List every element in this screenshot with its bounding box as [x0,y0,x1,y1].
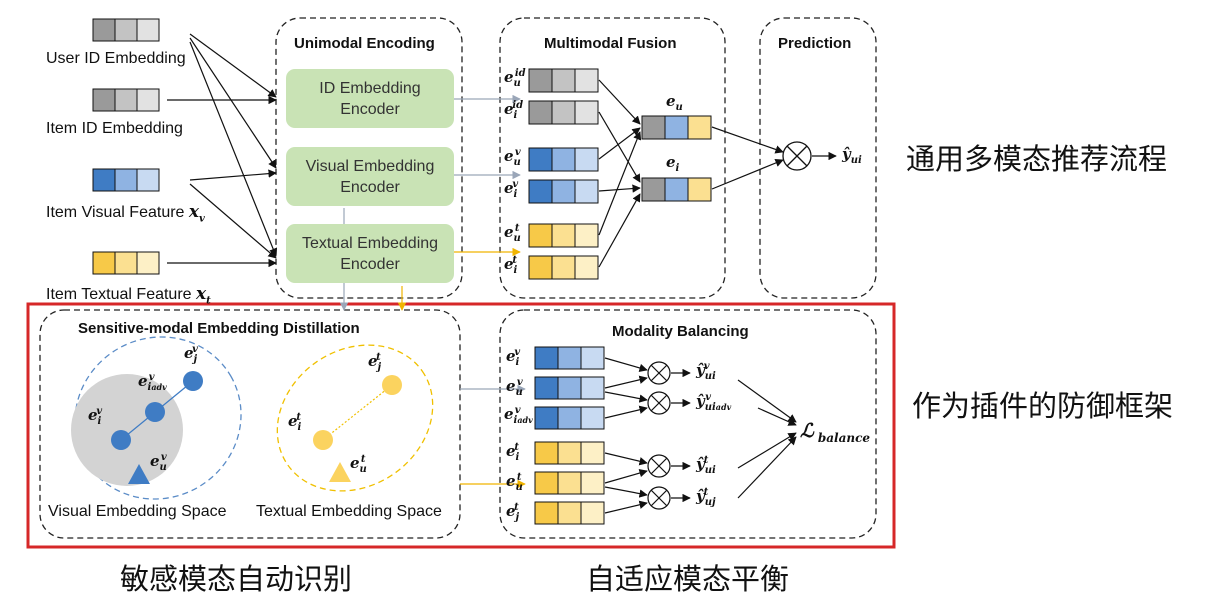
bal-ei-adv-visual-bar [534,406,605,430]
fusion-eu-id-bar [528,68,599,93]
bal-ei-visual-bar [534,346,605,370]
fusion-eu-visual-bar [528,147,599,172]
bal-eu-t-label: eut [506,472,523,493]
bal-ei-adv-v-label: eiadvv [504,405,533,426]
bal-eu-visual-bar [534,376,605,400]
distill-title: Sensitive-modal Embedding Distillation [78,320,360,337]
prediction-product-operator [782,141,812,171]
prediction-frame [759,17,877,299]
fusion-title: Multimodal Fusion [544,35,677,52]
fusion-frame [499,17,726,299]
y-ui-t-label: ŷuit [696,455,716,476]
balancing-arrows [604,357,797,514]
user-id-embedding-bar [92,18,160,42]
ei-v-label: eiv [88,406,103,427]
unimodal-frame [275,17,463,299]
ei-id-symbol: eiid [504,100,524,121]
balancing-product-operators [647,361,671,510]
unimodal-title: Unimodal Encoding [294,35,435,52]
defense-highlight-frame [26,302,896,549]
eu-v-label: euv [150,452,167,473]
item-visual-feature-bar [92,168,160,192]
bal-ei-v-label: eiv [506,347,521,368]
bal-ei-t-label: eit [506,442,520,463]
item-textual-feature-bar [92,251,160,275]
eu-visual-point [128,464,150,484]
bal-ej-textual-bar [534,501,605,525]
ei-t-label: eit [288,412,302,433]
fusion-ei-textual-bar [528,255,599,280]
prediction-output-symbol: ŷui [842,145,862,166]
fusion-ei-visual-bar [528,179,599,204]
y-ui-adv-v-label: ŷuiadvv [696,392,732,413]
ei-textual-point [313,430,333,450]
ej-v-label: ejv [184,344,198,365]
bal-eu-v-label: euv [506,377,523,398]
item-id-embedding-label: Item ID Embedding [46,120,183,137]
eu-v-symbol: euv [504,147,521,168]
item-visual-feature-label: Item Visual Feature xv [46,202,205,225]
fused-eu-bar [641,115,712,140]
fusion-arrows [598,79,837,268]
ej-textual-point [382,375,402,395]
fused-ei-symbol: ei [666,153,680,174]
ej-visual-point [183,371,203,391]
balance-loss-label: ℒ balance [800,420,871,445]
eu-t-symbol: eut [504,223,521,244]
ei-visual-point [111,430,131,450]
y-uj-t-label: ŷujt [696,487,716,508]
textual-space-ellipse [276,344,434,492]
balancing-frame [499,309,877,539]
eu-t-label: eut [350,454,367,475]
auto-identify-caption: 敏感模态自动识别 [120,562,353,596]
user-id-embedding-label: User ID Embedding [46,50,186,67]
balancing-title: Modality Balancing [612,323,749,340]
fused-ei-bar [641,177,712,202]
textual-space-label: Textual Embedding Space [256,503,442,520]
y-ui-v-label: ŷuiv [696,361,716,382]
bal-eu-textual-bar [534,471,605,495]
visual-space-label: Visual Embedding Space [48,503,227,520]
ei-adv-v-label: eiadvv [138,372,167,393]
ei-t-symbol: eit [504,255,518,276]
fused-eu-symbol: eu [666,92,683,113]
distill-frame [39,309,461,539]
ej-t-label: ejt [368,352,382,373]
ei-adv-visual-point [145,402,165,422]
input-to-encoder-arrows [167,33,278,268]
eu-id-symbol: euid [504,68,526,89]
fusion-ei-id-bar [528,100,599,125]
item-id-embedding-bar [92,88,160,112]
adaptive-balance-caption: 自适应模态平衡 [586,562,790,596]
fusion-eu-textual-bar [528,223,599,248]
bal-ei-textual-bar [534,441,605,465]
visual-space-ellipse [74,336,242,500]
eu-textual-point [329,462,351,482]
prediction-title: Prediction [778,35,852,52]
bal-ej-t-label: ejt [506,502,520,523]
general-pipeline-caption: 通用多模态推荐流程 [906,142,1168,176]
item-textual-feature-label: Item Textual Feature xt [46,284,211,307]
ei-v-symbol: eiv [504,179,519,200]
plugin-defense-caption: 作为插件的防御框架 [912,389,1174,423]
